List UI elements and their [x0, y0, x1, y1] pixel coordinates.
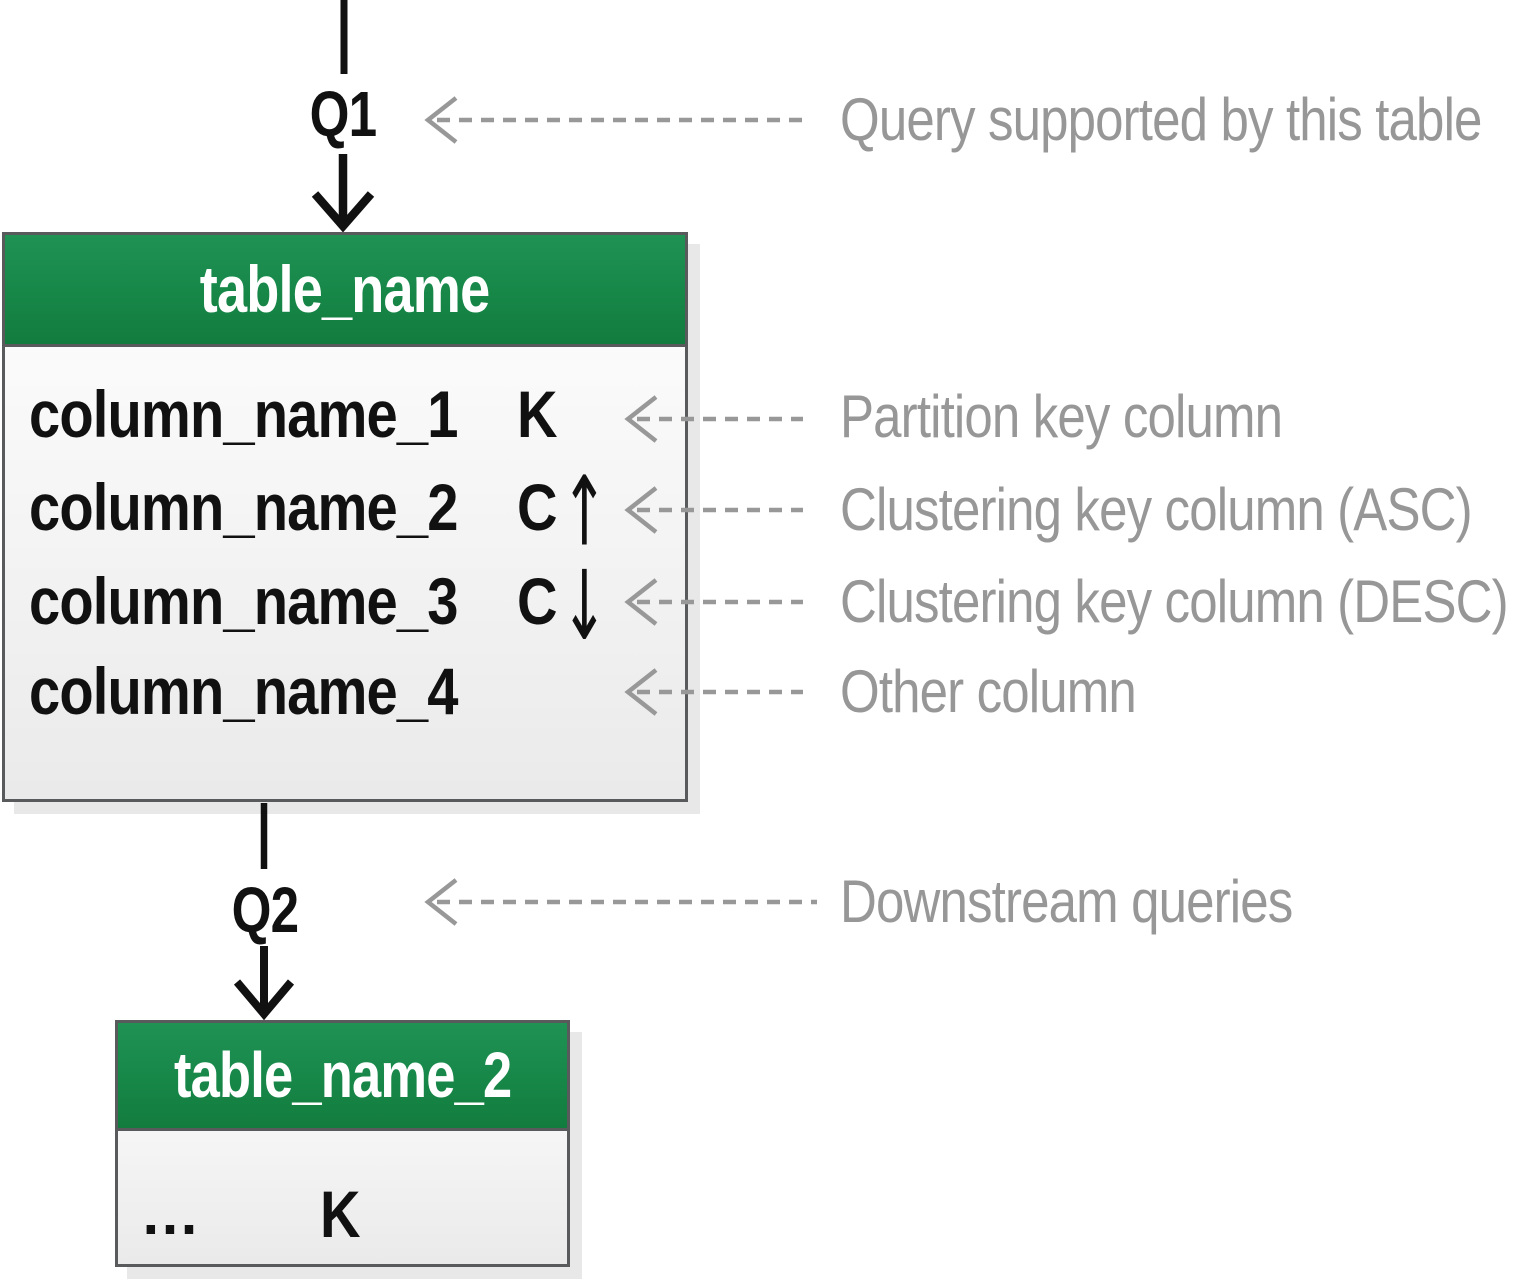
query-label-q1: Q1 [309, 78, 378, 150]
table-1-header: table_name [5, 235, 685, 347]
annotation-clustering-desc: Clustering key column (DESC) [840, 568, 1509, 635]
partition-key-marker: K [320, 1177, 361, 1251]
partition-key-marker: K [517, 377, 558, 451]
table-row: … K [118, 1178, 567, 1250]
column-name: column_name_4 [29, 654, 458, 728]
table-2: table_name_2 … K [115, 1020, 570, 1267]
table-row: column_name_2 C↑ [5, 455, 685, 568]
q2-down-arrow-icon [233, 946, 295, 1021]
ascending-arrow-icon: ↑ [560, 455, 608, 568]
annotation-clustering-asc: Clustering key column (ASC) [840, 476, 1473, 543]
table-1-title: table_name [200, 252, 490, 326]
q1-incoming-line [340, 0, 348, 74]
column-name: column_name_1 [29, 377, 458, 451]
descending-arrow-icon: ↓ [560, 549, 608, 662]
ellipsis-columns: … [140, 1180, 204, 1247]
partition-annotation-arrow-icon [624, 395, 803, 443]
downstream-annotation-arrow-icon [424, 878, 817, 926]
clustering-key-desc-marker: C↓ [517, 549, 608, 662]
table-row: column_name_1 K [5, 378, 685, 450]
annotation-query-supported: Query supported by this table [840, 86, 1482, 153]
table-row: column_name_3 C↓ [5, 549, 685, 662]
query-annotation-arrow-icon [424, 96, 803, 144]
clustering-desc-annotation-arrow-icon [624, 578, 803, 626]
table-1: table_name column_name_1 K column_name_2… [2, 232, 688, 802]
column-name: column_name_3 [29, 564, 458, 638]
query-label-q2: Q2 [231, 874, 300, 946]
other-annotation-arrow-icon [624, 668, 803, 716]
clustering-asc-annotation-arrow-icon [624, 486, 803, 534]
table-2-header: table_name_2 [118, 1023, 567, 1131]
q2-incoming-line [260, 803, 268, 869]
q1-down-arrow-icon [311, 154, 375, 233]
clustering-key-asc-marker: C↑ [517, 455, 608, 568]
table-2-title: table_name_2 [173, 1039, 512, 1111]
table-row: column_name_4 [5, 655, 685, 727]
annotation-other-column: Other column [840, 658, 1137, 725]
annotation-partition-key: Partition key column [840, 383, 1283, 450]
column-name: column_name_2 [29, 470, 458, 544]
annotation-downstream-queries: Downstream queries [840, 868, 1293, 935]
